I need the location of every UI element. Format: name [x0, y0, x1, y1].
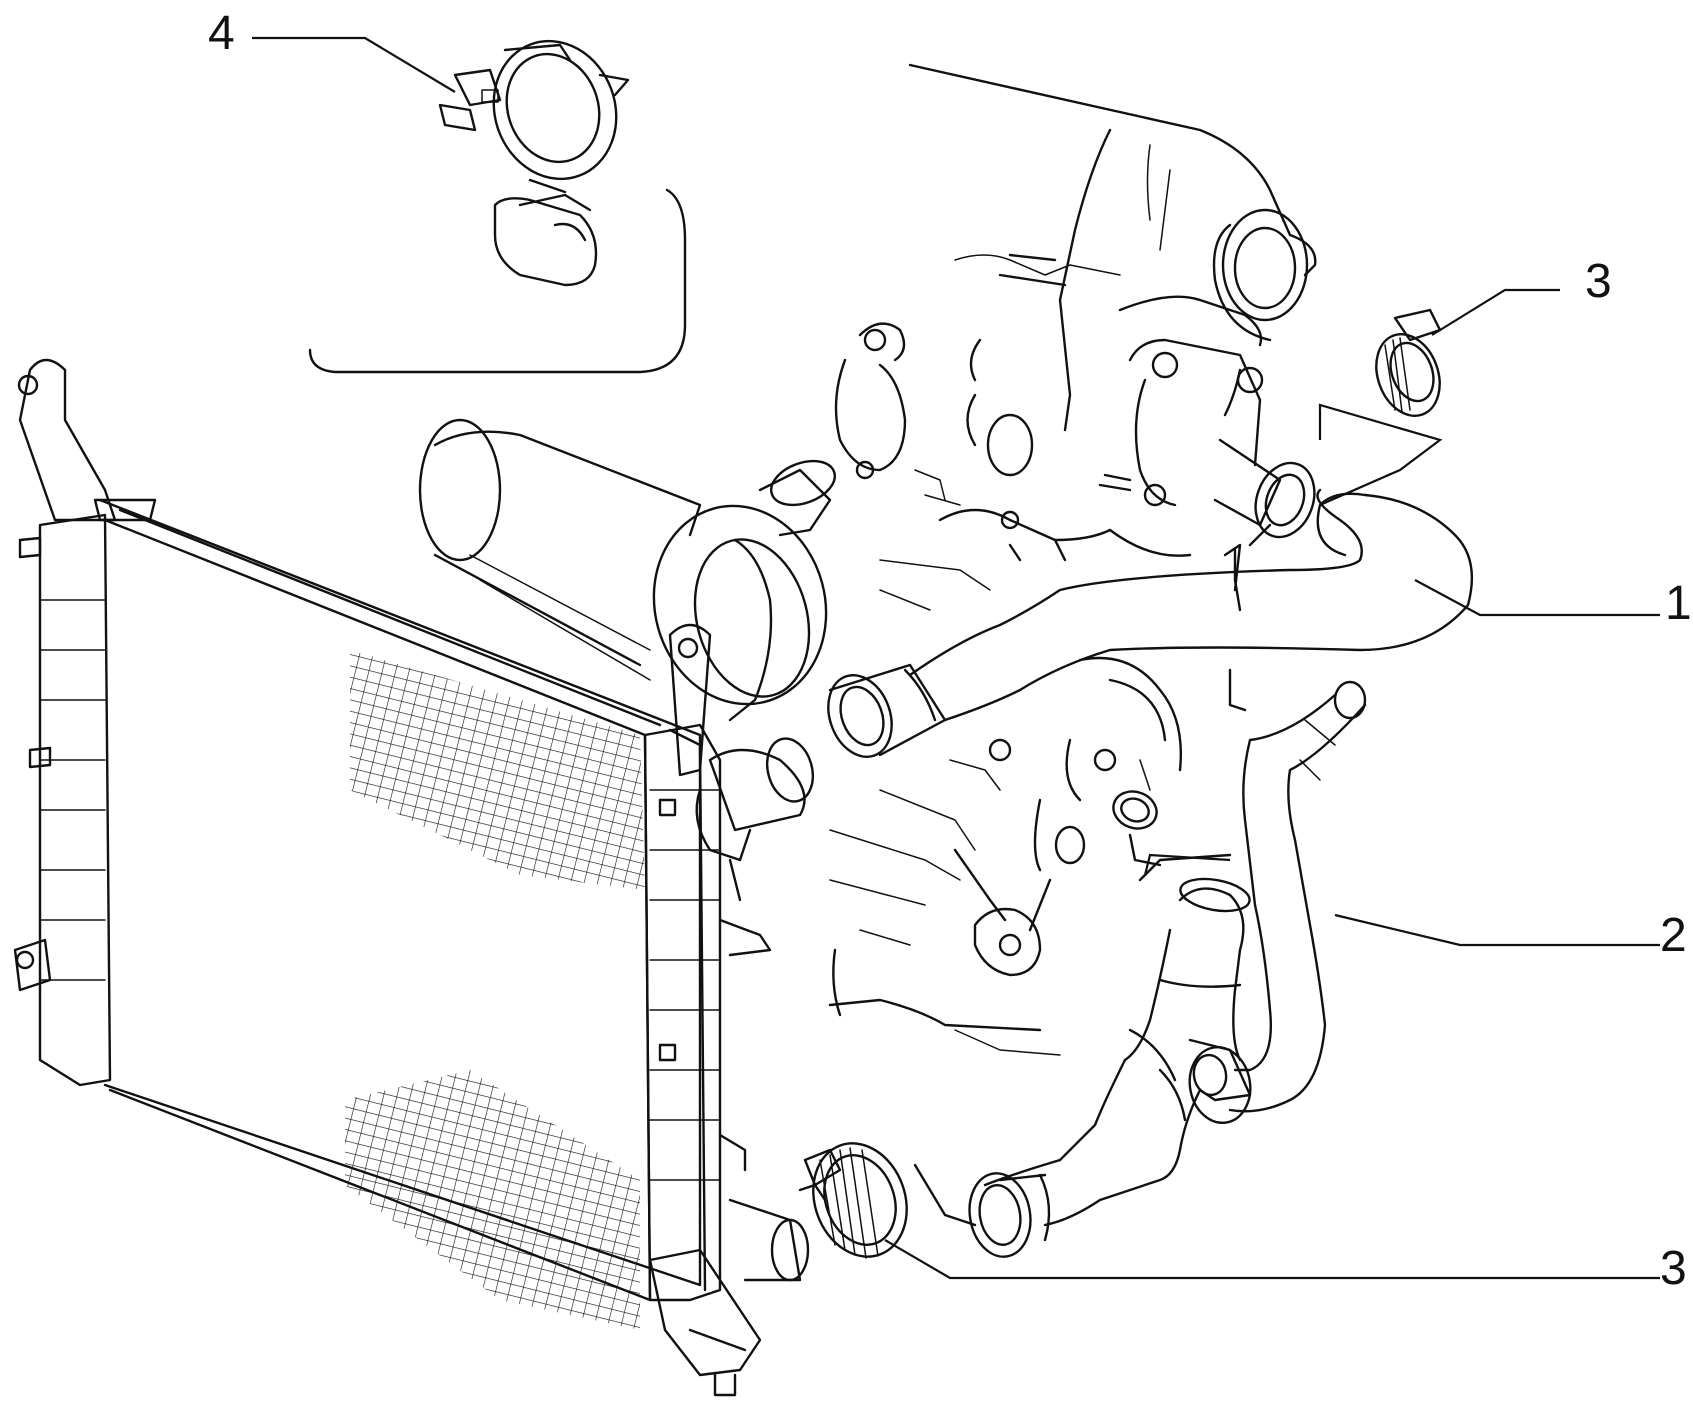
- callout-label-4: 4: [208, 7, 235, 60]
- radiator: [13, 358, 836, 1397]
- part-4-clip-inset: [308, 39, 687, 374]
- part-3-lower-hose-clamp: [798, 1142, 908, 1259]
- part-2-lower-radiator-hose: [913, 680, 1367, 1258]
- engine-block: [828, 63, 1317, 1056]
- callout-label-1: 1: [1665, 577, 1692, 630]
- part-3-upper-hose-clamp: [1375, 308, 1442, 417]
- callout-label-2: 2: [1660, 909, 1687, 962]
- part-1-upper-radiator-hose: [827, 488, 1474, 758]
- callout-label-3-lower: 3: [1660, 1242, 1687, 1295]
- leader-lines: [252, 36, 1660, 1280]
- callout-label-3-upper: 3: [1585, 255, 1612, 308]
